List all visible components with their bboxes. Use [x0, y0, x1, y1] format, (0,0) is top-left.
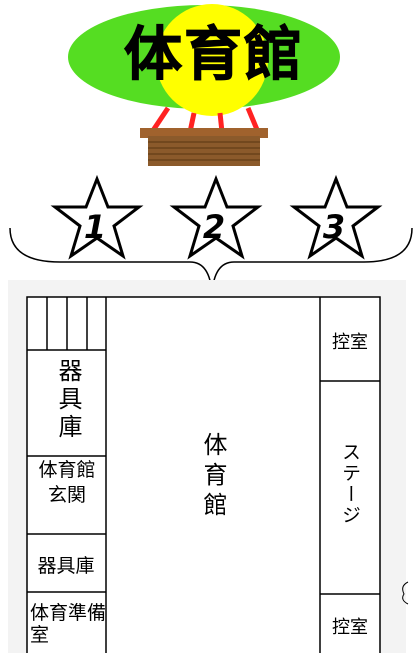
- room-gym: 体育館: [199, 432, 227, 522]
- star-shapes: [50, 174, 383, 260]
- balloon-inner: [156, 4, 268, 116]
- star-1-label: 1: [83, 208, 107, 246]
- star-3-shape: [289, 174, 383, 260]
- balloon-basket: [140, 128, 268, 166]
- star-3-label: 3: [322, 208, 346, 246]
- room-stage: ステージ: [339, 442, 361, 526]
- room-prep-label: 体育準備室: [30, 602, 107, 646]
- star-2-shape: [169, 174, 263, 260]
- balloon-illustration: [9, 4, 413, 295]
- room-storage-small: 器具庫: [37, 555, 95, 577]
- edge-cloud-shape: [402, 581, 409, 605]
- star-2-label: 2: [202, 208, 226, 246]
- star-1-shape: [50, 174, 144, 260]
- room-entrance: 体育館玄関: [30, 458, 104, 508]
- room-waiting-bottom: 控室: [332, 617, 368, 638]
- room-prep: 体育準備室: [30, 602, 106, 646]
- room-storage-large: 器具庫: [54, 358, 82, 442]
- room-entrance-label: 体育館玄関: [38, 459, 96, 506]
- page-title: 体育館: [123, 20, 304, 89]
- room-waiting-top: 控室: [332, 332, 368, 353]
